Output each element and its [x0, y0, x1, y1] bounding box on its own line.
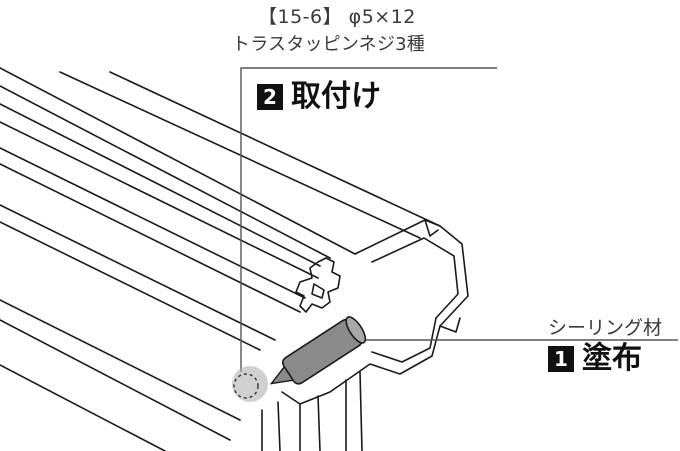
- end-profile: [281, 219, 469, 405]
- rail-edge-8: [109, 71, 441, 227]
- face-line-3: [0, 299, 241, 421]
- fastening-point-marker: [233, 373, 259, 399]
- step-1-label: 1 塗布: [548, 342, 642, 376]
- end-flange: [424, 219, 439, 237]
- step-1-number-badge: 1: [548, 346, 574, 372]
- sealant-label: シーリング材: [548, 317, 663, 339]
- rail-edge-7: [59, 71, 421, 239]
- leg-4: [359, 371, 363, 451]
- rail-edge-3: [0, 103, 321, 267]
- rail-edge-4: [0, 121, 319, 279]
- leg-2: [317, 395, 321, 451]
- leg-6: [277, 401, 281, 451]
- screw-part-name: トラスタッピンネジ3種: [232, 34, 425, 55]
- rail-edge-6: [0, 163, 301, 313]
- step-2-label: 2 取付け: [257, 80, 381, 114]
- end-lip: [439, 317, 461, 333]
- rail-edge-5: [0, 147, 306, 299]
- screw-part-code: 【15-6】 φ5×12: [258, 6, 416, 28]
- step-1-text: 塗布: [582, 341, 642, 376]
- screw-leader-line: [240, 67, 497, 372]
- step-2-number-badge: 2: [257, 84, 283, 110]
- rail-edge-1: [0, 67, 356, 255]
- end-inner: [371, 237, 459, 363]
- fastening-point-highlight: [232, 366, 268, 402]
- rib-profile: [295, 257, 341, 313]
- face-line-5: [0, 364, 166, 451]
- face-line-1: [0, 204, 276, 341]
- face-line-2: [0, 221, 261, 351]
- rail-edge-2: [0, 85, 331, 259]
- rib-inner: [311, 283, 325, 299]
- step-2-text: 取付け: [291, 79, 381, 114]
- face-line-4: [0, 319, 231, 441]
- sealant-tube: [269, 316, 367, 385]
